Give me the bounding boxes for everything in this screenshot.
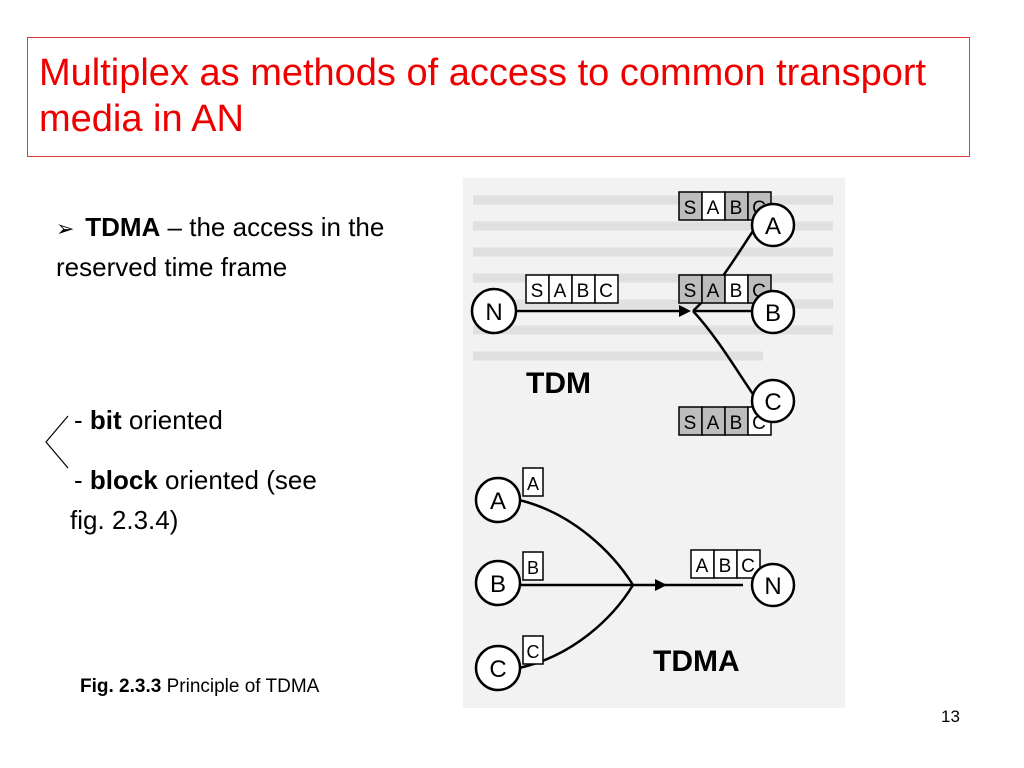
svg-text:A: A xyxy=(707,198,720,219)
tdma-label: TDMA xyxy=(653,645,740,678)
svg-text:S: S xyxy=(531,281,544,302)
bullet-term: TDMA xyxy=(85,212,161,242)
svg-text:S: S xyxy=(684,413,697,434)
svg-text:A: A xyxy=(554,281,567,302)
tdm-label: TDM xyxy=(526,367,591,400)
title-box: Multiplex as methods of access to common… xyxy=(27,37,970,157)
figure-caption: Fig. 2.3.3 Principle of TDMA xyxy=(80,676,320,697)
tdma-slot-c: C xyxy=(527,642,540,662)
svg-text:A: A xyxy=(707,281,720,302)
arrow-bullet-icon: ➢ xyxy=(56,216,75,241)
option-bit-oriented: - bit oriented xyxy=(74,405,223,435)
slide-title: Multiplex as methods of access to common… xyxy=(39,52,927,140)
tdma-node-c: C xyxy=(489,656,506,683)
tdm-node-a: A xyxy=(765,213,781,240)
svg-text:B: B xyxy=(730,281,743,302)
svg-text:C: C xyxy=(741,556,755,577)
tdm-node-n: N xyxy=(485,299,502,326)
bullet-text: – the access in the reserved time frame xyxy=(56,212,385,282)
svg-text:B: B xyxy=(730,413,743,434)
svg-text:C: C xyxy=(599,281,613,302)
tdm-main-frame: S A B C xyxy=(525,274,619,304)
page-number: 13 xyxy=(941,707,960,726)
svg-text:S: S xyxy=(684,281,697,302)
tdma-figure: N S A B C S A B C S A B C xyxy=(463,178,845,708)
bracket-icon xyxy=(45,415,69,469)
tdma-bullet: ➢ TDMA – the access in the reserved time… xyxy=(56,208,386,287)
tdma-slot-a: A xyxy=(527,474,539,494)
svg-text:A: A xyxy=(696,556,709,577)
option-block-oriented: - block oriented (see xyxy=(74,465,317,495)
tdma-slot-b: B xyxy=(527,558,539,578)
svg-text:S: S xyxy=(684,198,697,219)
tdma-node-a: A xyxy=(490,488,506,515)
tdma-node-n: N xyxy=(764,573,781,600)
svg-text:B: B xyxy=(730,198,743,219)
tdma-out-frame: A B C xyxy=(690,549,761,579)
option-block-oriented-cont: fig. 2.3.4) xyxy=(70,505,179,535)
svg-text:A: A xyxy=(707,413,720,434)
tdm-node-b: B xyxy=(765,300,781,327)
tdma-node-b: B xyxy=(490,571,506,598)
svg-text:B: B xyxy=(577,281,590,302)
svg-text:B: B xyxy=(719,556,732,577)
tdm-node-c: C xyxy=(764,389,781,416)
